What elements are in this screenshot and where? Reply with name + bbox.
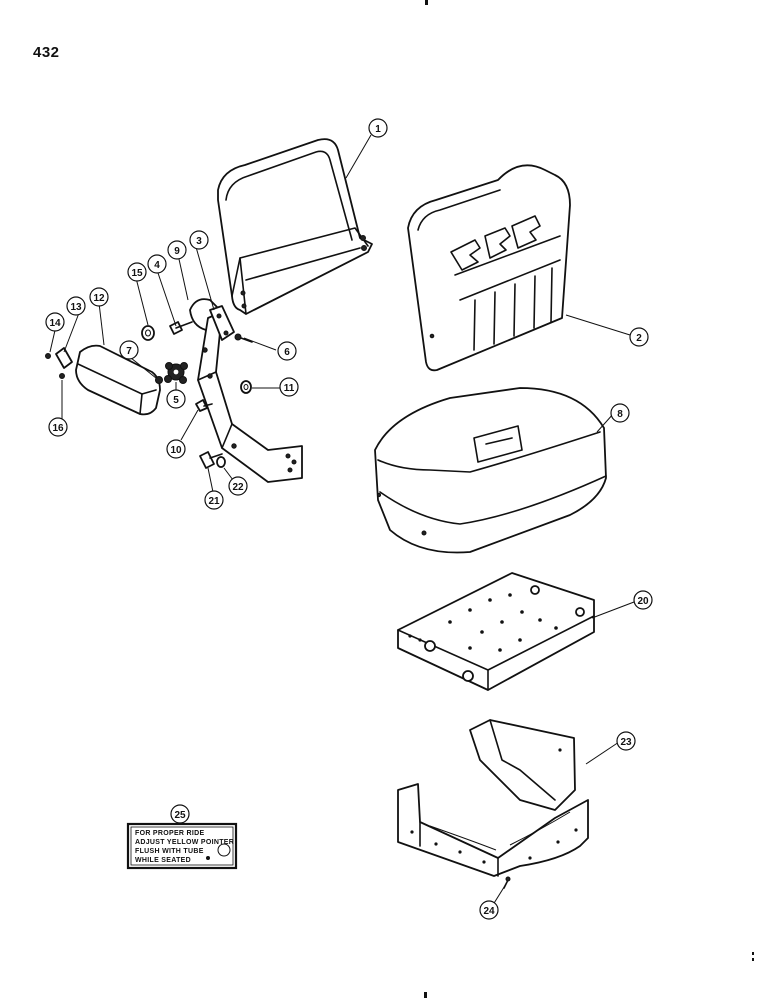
decal-25: FOR PROPER RIDE ADJUST YELLOW POINTER FL…	[126, 822, 238, 870]
nut-7	[155, 376, 163, 384]
svg-text:10: 10	[170, 445, 182, 456]
svg-text:5: 5	[173, 395, 179, 406]
svg-text:11: 11	[284, 383, 295, 394]
screw-6	[234, 333, 253, 343]
svg-text:25: 25	[174, 810, 186, 821]
svg-text:1: 1	[375, 124, 381, 135]
callout-9: 9	[167, 240, 187, 260]
seat-back-cushion	[407, 164, 571, 372]
svg-text:22: 22	[232, 482, 244, 493]
bolt-10	[195, 399, 213, 412]
callout-15: 15	[127, 262, 147, 282]
armrest	[75, 344, 161, 416]
callout-10: 10	[166, 439, 186, 459]
callout-7: 7	[119, 340, 139, 360]
arm-support-bracket	[189, 298, 303, 483]
seat-suspension-plate	[397, 572, 595, 691]
svg-text:7: 7	[126, 346, 132, 357]
callout-12: 12	[89, 287, 109, 307]
crop-mark-bottom	[424, 992, 427, 998]
callout-1: 1	[368, 118, 388, 138]
decal-line-3: FLUSH WITH TUBE	[135, 848, 204, 855]
callout-23: 23	[616, 731, 636, 751]
svg-text:15: 15	[131, 268, 143, 279]
callout-5: 5	[166, 389, 186, 409]
callout-24: 24	[479, 900, 499, 920]
decal-line-4: WHILE SEATED	[135, 857, 191, 864]
svg-text:12: 12	[93, 293, 105, 304]
svg-text:4: 4	[154, 260, 160, 271]
callout-8: 8	[610, 403, 630, 423]
decal-line-1: FOR PROPER RIDE	[135, 830, 204, 837]
seat-back-frame	[217, 138, 373, 315]
svg-text:2: 2	[636, 333, 642, 344]
svg-text:14: 14	[49, 318, 61, 329]
callout-11: 11	[279, 377, 299, 397]
edge-marks	[752, 952, 754, 961]
screw-14	[45, 353, 51, 359]
svg-text:9: 9	[174, 246, 180, 257]
screw-16	[59, 373, 65, 379]
svg-text:20: 20	[637, 596, 649, 607]
callout-25: 25	[170, 804, 190, 824]
knob-5	[164, 362, 188, 384]
callout-4: 4	[147, 254, 167, 274]
svg-text:16: 16	[52, 423, 64, 434]
washer-11	[240, 380, 252, 394]
callout-2: 2	[629, 327, 649, 347]
callout-22: 22	[228, 476, 248, 496]
svg-text:24: 24	[483, 906, 495, 917]
crop-mark-top	[425, 0, 428, 5]
callout-6: 6	[277, 341, 297, 361]
callout-3: 3	[189, 230, 209, 250]
washer-15	[141, 325, 155, 341]
callout-20: 20	[633, 590, 653, 610]
svg-text:6: 6	[284, 347, 290, 358]
callout-21: 21	[204, 490, 224, 510]
boot	[397, 719, 589, 877]
bolt-4	[169, 321, 193, 335]
decal-pointer-icon	[217, 843, 231, 857]
decal-line-2: ADJUST YELLOW POINTER	[135, 839, 234, 846]
svg-text:3: 3	[196, 236, 202, 247]
svg-text:8: 8	[617, 409, 623, 420]
washer-22	[216, 456, 226, 468]
page-number: 432	[33, 44, 60, 61]
svg-text:21: 21	[208, 496, 220, 507]
callout-16: 16	[48, 417, 68, 437]
svg-text:13: 13	[70, 302, 82, 313]
callout-13: 13	[66, 296, 86, 316]
plate-13	[55, 347, 73, 369]
callout-14: 14	[45, 312, 65, 332]
svg-text:23: 23	[620, 737, 632, 748]
seat-cushion	[374, 387, 607, 554]
bolt-21	[199, 451, 223, 469]
